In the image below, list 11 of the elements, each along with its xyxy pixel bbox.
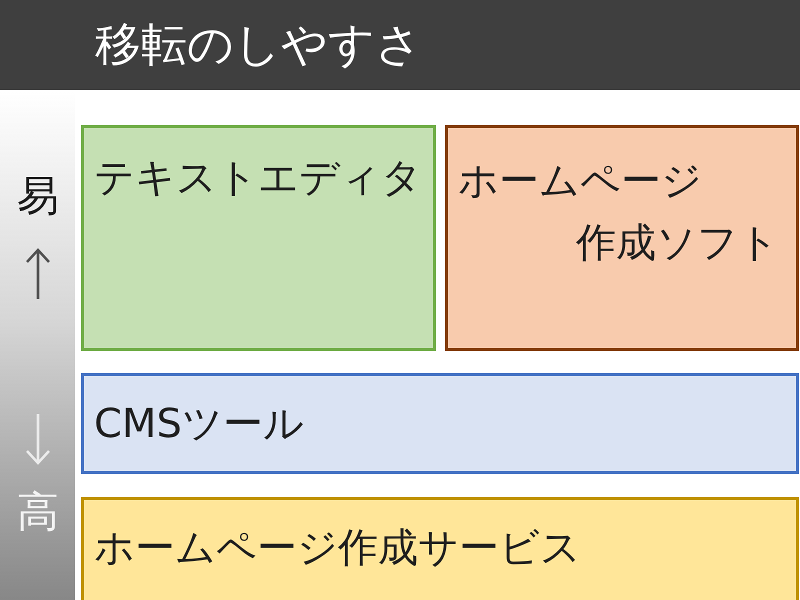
category-box [81, 373, 799, 474]
category-box [81, 125, 436, 351]
scale-label: 高 [17, 487, 59, 537]
title-bar: 移転のしやすさ [0, 0, 800, 90]
scale-label: 易 [17, 171, 59, 221]
category-box [445, 125, 799, 351]
box-label: ホームページ作成サービス [94, 524, 581, 573]
box-label: ホームページ作成ソフト [458, 157, 779, 268]
box-label: CMSツール [94, 400, 304, 448]
box-label: テキストエディタ [94, 154, 422, 203]
category-box [81, 497, 799, 600]
